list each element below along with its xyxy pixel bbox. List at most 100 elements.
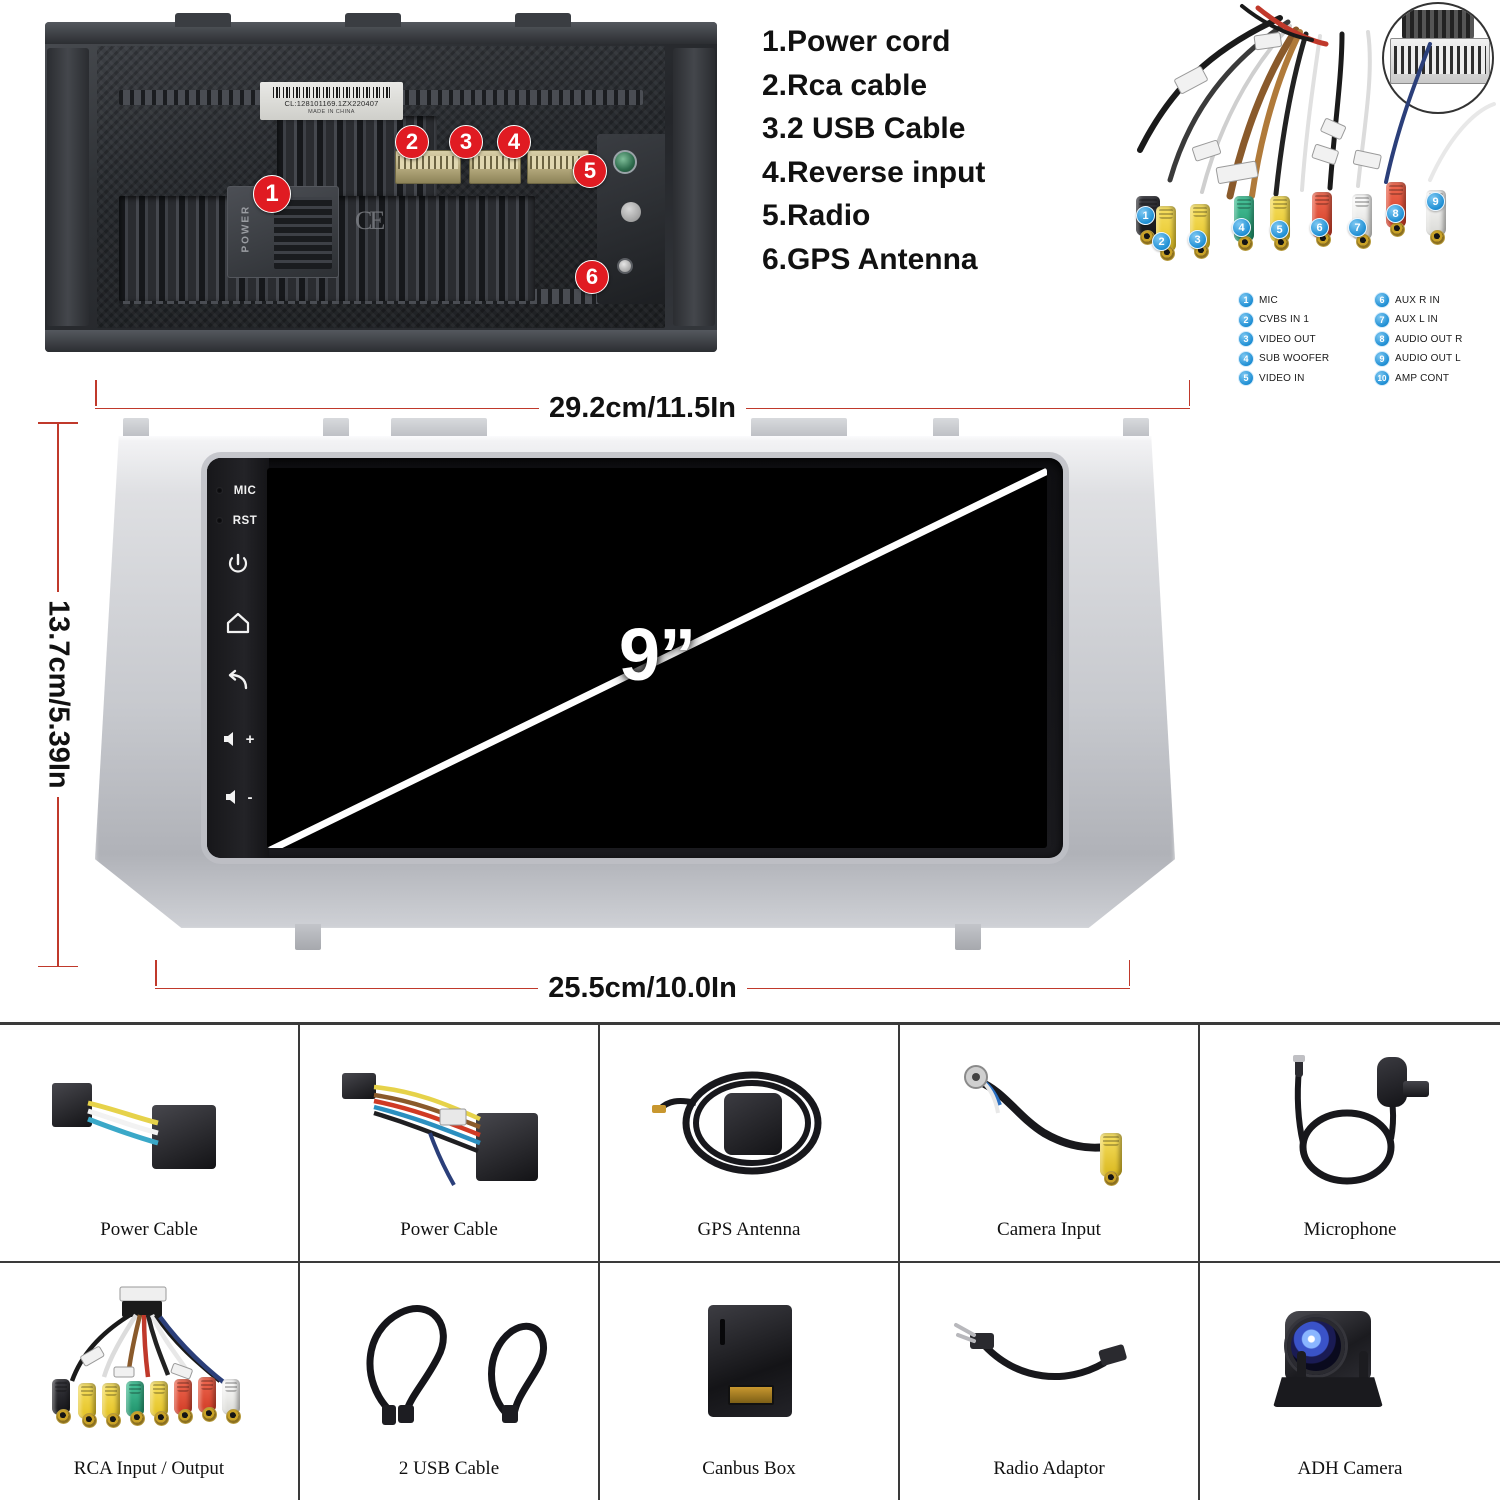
chassis-bracket-left [47, 48, 89, 326]
rca-legend-label-6: AUX R IN [1395, 294, 1440, 306]
chassis-bracket-right [673, 48, 715, 326]
touchscreen-display[interactable]: 9” [267, 468, 1047, 848]
legend-item-4: 4.Reverse input [762, 155, 986, 189]
rca-legend-num-7: 7 [1374, 311, 1390, 328]
volume-down-button[interactable]: - [207, 768, 269, 826]
pc-b-plug-large [476, 1112, 538, 1181]
reset-led-dot [216, 517, 223, 524]
inset-wire-bundle [1402, 10, 1474, 40]
harness-plug-8 [222, 1379, 241, 1425]
camera-arm-left [1297, 1351, 1306, 1386]
power-cable-a-art [0, 1025, 298, 1219]
accessory-cell-usb-cables: 2 USB Cable [300, 1262, 600, 1500]
rear-chassis-photo: CL:128101169.1ZX220407 MADE IN CHINA POW… [45, 13, 717, 352]
volume-up-icon [223, 732, 233, 746]
accessory-label-power-cable-b: Power Cable [400, 1218, 498, 1240]
rca-pin-legend: 1 MIC 6 AUX R IN 2 CVBS IN 1 7 AUX L IN … [1238, 292, 1500, 386]
legend-item-6: 6.GPS Antenna [762, 242, 978, 276]
ce-mark: CE [355, 206, 385, 235]
accessory-label-camera-input: Camera Input [997, 1218, 1101, 1240]
head-unit-section: 29.2cm/11.5In 13.7cm/5.39In MIC [0, 360, 1500, 1020]
accessory-cell-power-cable-a: Power Cable [0, 1025, 300, 1263]
chassis-bottom-lip [45, 330, 717, 352]
harness-wires [1137, 4, 1496, 200]
callout-marker-4: 4 [497, 125, 531, 159]
rca-pin-badge-3: 3 [1188, 230, 1207, 249]
radio-adaptor-art [900, 1263, 1198, 1459]
serial-label: CL:128101169.1ZX220407 MADE IN CHINA [260, 82, 403, 120]
dimension-width-bottom: 25.5cm/10.0In [155, 960, 1131, 1005]
rca-legend-row-8: 8 AUDIO OUT R [1374, 331, 1500, 347]
mic-led-dot [216, 487, 223, 494]
rca-legend-num-10: 10 [1374, 370, 1390, 386]
accessory-cell-power-cable-b: Power Cable [300, 1025, 600, 1263]
rca-pin-badge-4: 4 [1232, 218, 1251, 237]
rca-legend-row-6: 6 AUX R IN [1374, 292, 1500, 308]
rca-legend-row-2: 2 CVBS IN 1 [1238, 311, 1364, 328]
gps-antenna-jack [617, 258, 633, 274]
harness-mic-plug [52, 1379, 71, 1425]
rca-legend-label-3: VIDEO OUT [1259, 333, 1316, 345]
top-section: CL:128101169.1ZX220407 MADE IN CHINA POW… [0, 0, 1500, 386]
rca-pin-badge-9: 9 [1426, 192, 1445, 211]
home-button[interactable] [207, 594, 269, 652]
harness-plug-2 [78, 1383, 97, 1429]
pc-b-plug-small [342, 1072, 376, 1099]
rca-legend-num-6: 6 [1374, 292, 1390, 308]
volume-down-icon [225, 790, 235, 804]
power-cable-b-art [300, 1025, 598, 1219]
rca-legend-row-1: 1 MIC [1238, 292, 1364, 308]
reset-label: RST [232, 515, 258, 527]
canbus-port [728, 1385, 774, 1406]
legend-item-5: 5.Radio [762, 199, 871, 232]
power-icon [228, 553, 248, 573]
rca-pin-badge-8: 8 [1386, 204, 1405, 223]
camera-input-art [900, 1025, 1198, 1219]
reset-button[interactable]: RST [207, 506, 269, 536]
back-icon [228, 669, 248, 690]
canbus-slot [720, 1319, 725, 1346]
rca-legend-num-3: 3 [1238, 331, 1254, 347]
volume-up-label: + [245, 730, 255, 748]
screen-housing: MIC RST [207, 458, 1063, 858]
canbus-body [708, 1305, 792, 1418]
rca-legend-label-1: MIC [1259, 294, 1278, 306]
harness-plug-7 [198, 1377, 217, 1423]
mic-clip [1403, 1080, 1429, 1097]
screen-size-label: 9” [618, 613, 696, 697]
accessory-label-usb-cables: 2 USB Cable [398, 1458, 500, 1479]
harness-connector-inset [1382, 2, 1494, 114]
power-button[interactable] [207, 536, 269, 594]
radio-antenna-jack [613, 150, 637, 174]
accessory-label-microphone: Microphone [1303, 1218, 1397, 1240]
rca-legend-row-3: 3 VIDEO OUT [1238, 331, 1364, 347]
harness-plug-3 [102, 1383, 121, 1429]
dimension-height-left: 13.7cm/5.39In [28, 422, 88, 968]
rca-legend-row-7: 7 AUX L IN [1374, 311, 1500, 328]
back-button[interactable] [207, 652, 269, 710]
inset-header-connector [1390, 38, 1490, 84]
mic-capsule [1377, 1056, 1407, 1107]
dimension-width-top-label: 29.2cm/11.5In [548, 392, 737, 424]
canbus-box-art [600, 1263, 898, 1459]
callout-marker-5: 5 [573, 154, 607, 188]
accessory-cell-camera-input: Camera Input [900, 1025, 1200, 1263]
camera-bracket [1273, 1377, 1383, 1408]
rca-legend-label-10: AMP CONT [1395, 372, 1450, 384]
harness-plug-5 [150, 1381, 169, 1427]
mic-indicator: MIC [207, 476, 269, 506]
accessory-grid: Power Cable Power Cable [0, 1022, 1500, 1500]
usb-cables-art [300, 1263, 598, 1459]
accessory-label-adh-camera: ADH Camera [1297, 1458, 1403, 1479]
barcode [272, 87, 391, 98]
serial-code: CL:128101169.1ZX220407 [284, 99, 379, 108]
rca-legend-label-5: VIDEO IN [1259, 372, 1305, 384]
head-unit: MIC RST [95, 418, 1175, 950]
rca-legend-label-2: CVBS IN 1 [1259, 314, 1310, 325]
volume-up-button[interactable]: + [207, 710, 269, 768]
button-strip[interactable]: MIC RST [207, 458, 269, 858]
accessory-label-rca-harness: RCA Input / Output [73, 1458, 225, 1479]
callout-marker-6: 6 [575, 260, 609, 294]
accessory-cell-adh-camera: ADH Camera [1200, 1262, 1500, 1500]
rca-legend-label-8: AUDIO OUT R [1395, 333, 1463, 345]
